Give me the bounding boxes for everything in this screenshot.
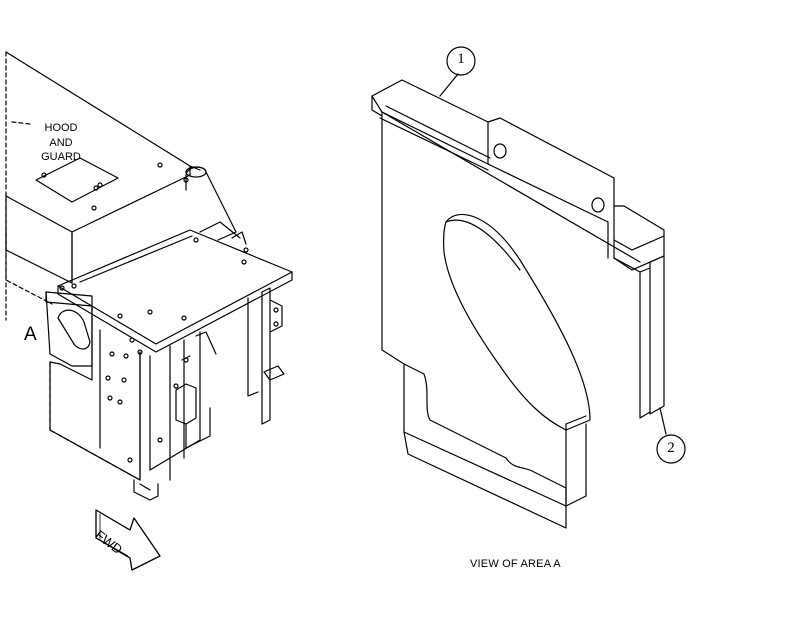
callout-2-number: 2 <box>667 440 675 456</box>
part-2-edge <box>649 255 665 415</box>
view-caption: VIEW OF AREA A <box>470 558 561 570</box>
oval-opening <box>443 213 591 431</box>
area-a-shield <box>45 291 93 367</box>
callout-2-leader <box>659 407 667 435</box>
platform-frame <box>45 221 293 501</box>
mounting-hole-1 <box>493 143 507 159</box>
callout-1-circle <box>446 46 476 76</box>
callout-1-leader <box>439 73 459 97</box>
hood-label-line-1: HOOD <box>44 122 78 134</box>
hood-label-line-3: GUARD <box>41 151 81 163</box>
mounting-hole-2 <box>591 197 605 213</box>
area-a-detail-view <box>371 79 665 529</box>
part-1-flange <box>371 79 489 165</box>
hood-access-panel <box>35 157 119 203</box>
callout-2-circle <box>656 434 686 464</box>
hood-and-guard-assembly <box>5 51 237 321</box>
hood-label-line-2: AND <box>49 136 73 149</box>
area-a-label: A <box>24 324 37 345</box>
callout-1-number: 1 <box>457 51 465 67</box>
hood-and-guard-label: HOOD AND GUARD <box>28 121 94 165</box>
